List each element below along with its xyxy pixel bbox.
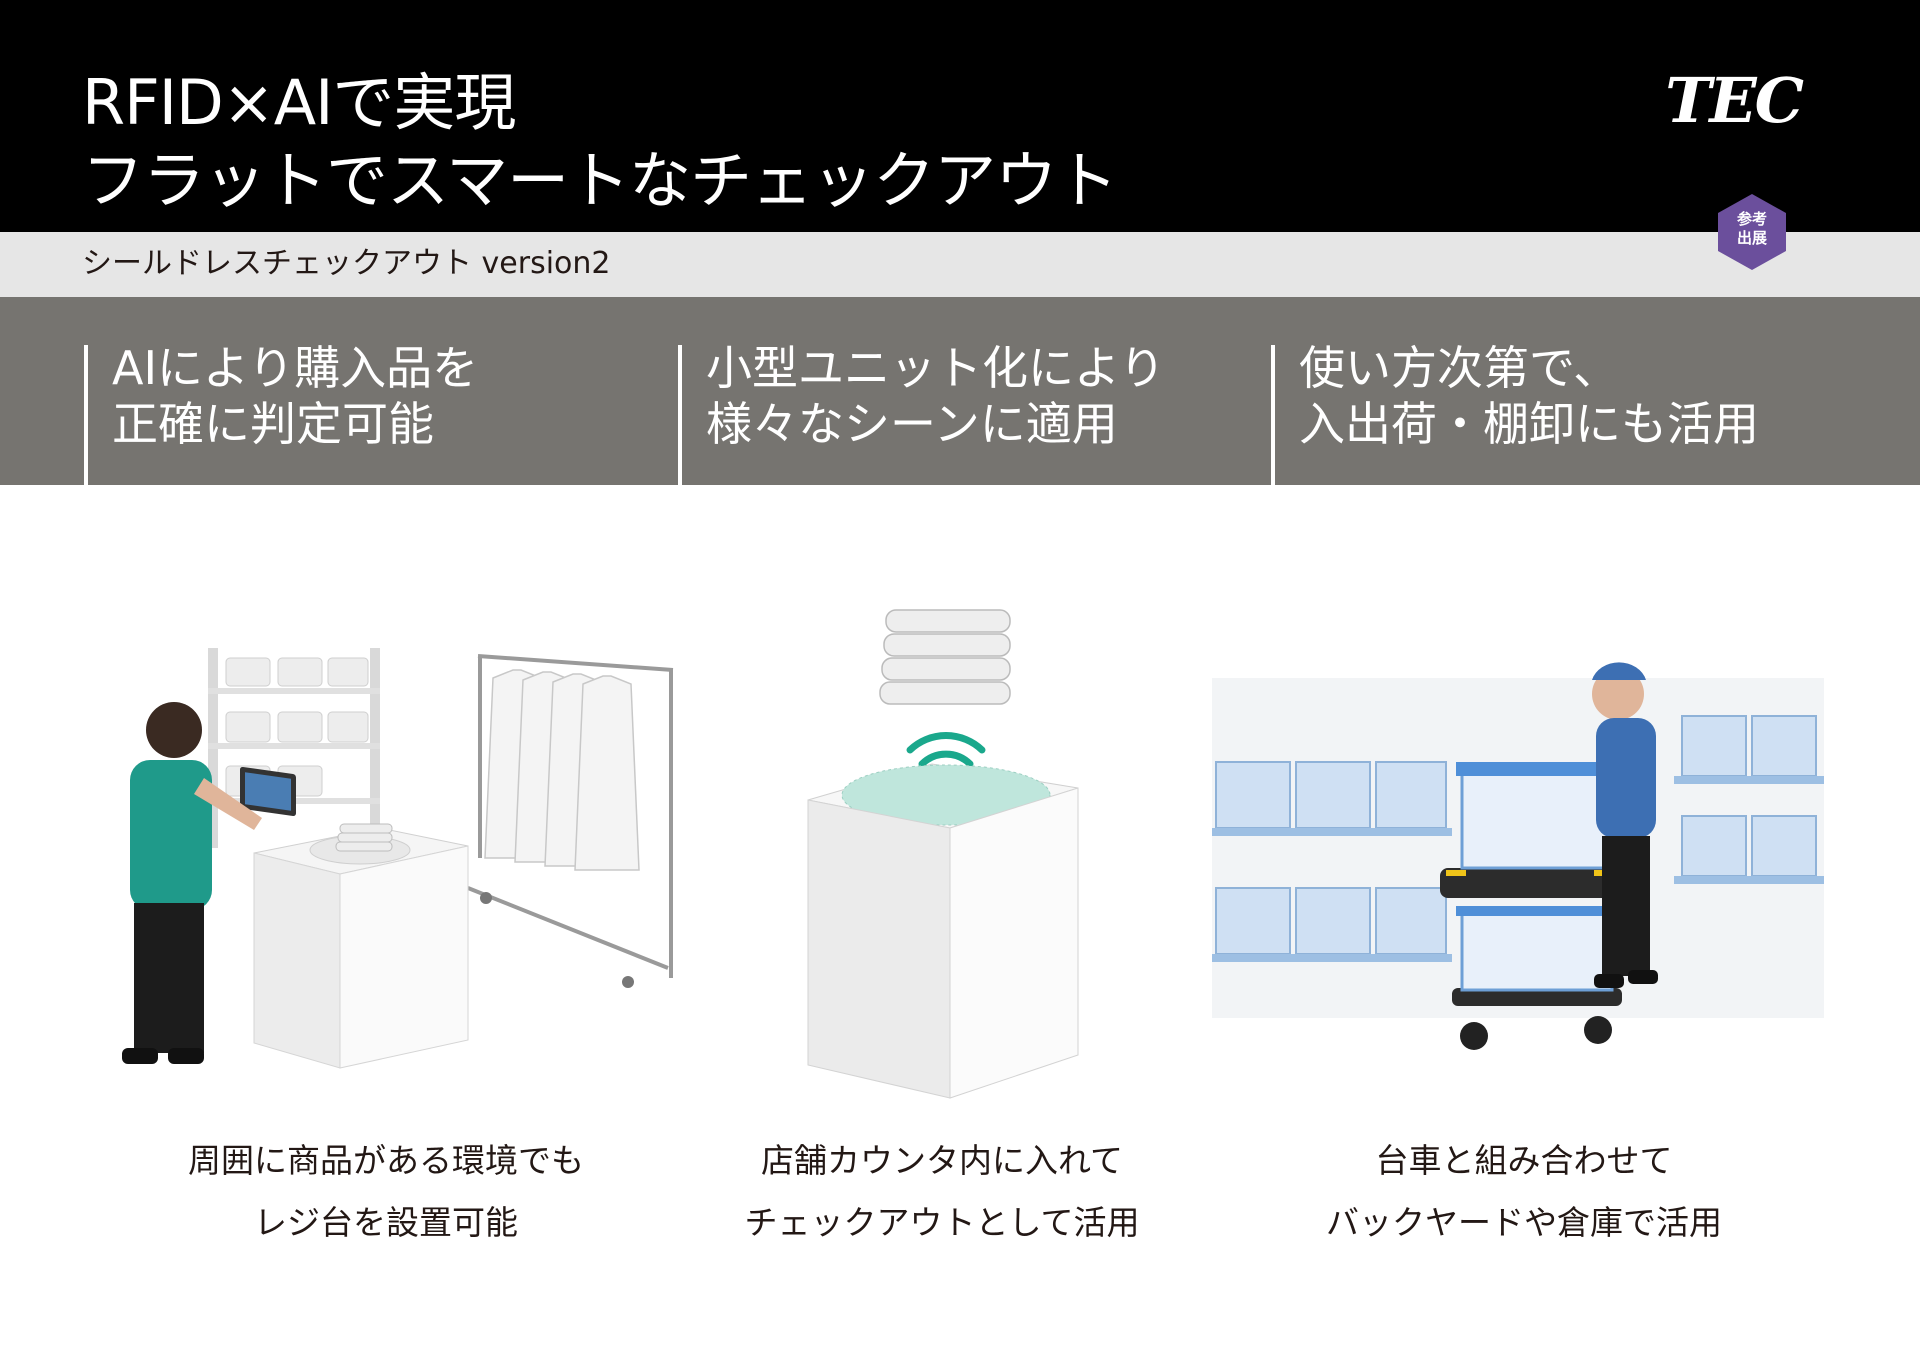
rfid-reader-unit-illustration	[800, 600, 1090, 1100]
feature-1-line-1: AIにより購入品を	[112, 341, 479, 395]
reference-exhibit-badge: 参考 出展	[1712, 192, 1792, 272]
caption-3-line-2: バックヤードや倉庫で活用	[1326, 1203, 1722, 1242]
caption-1-line-1: 周囲に商品がある環境でも	[188, 1141, 584, 1180]
store-checkout-illustration	[108, 648, 688, 1088]
caption-3-line-1: 台車と組み合わせて	[1375, 1141, 1673, 1180]
subtitle-text: シールドレスチェックアウト version2	[82, 246, 611, 281]
caption-1: 周囲に商品がある環境でも レジ台を設置可能	[126, 1130, 646, 1254]
caption-2-line-2: チェックアウトとして活用	[744, 1203, 1140, 1242]
warehouse-cart-illustration	[1212, 658, 1824, 1068]
caption-2: 店舗カウンタ内に入れて チェックアウトとして活用	[682, 1130, 1202, 1254]
badge-line-1: 参考	[1736, 210, 1767, 228]
feature-3-line-2: 入出荷・棚卸にも活用	[1299, 397, 1759, 451]
tec-logo: TEC	[1665, 64, 1804, 137]
subtitle-band: シールドレスチェックアウト version2	[0, 232, 1920, 297]
badge-line-2: 出展	[1736, 229, 1767, 247]
badge-text: 参考 出展	[1712, 210, 1792, 248]
hexagon-badge-icon	[1718, 194, 1786, 270]
page-title-line-2: フラットでスマートなチェックアウト	[82, 144, 1118, 217]
feature-2-line-2: 様々なシーンに適用	[706, 397, 1118, 451]
feature-1-line-2: 正確に判定可能	[112, 397, 434, 451]
feature-item-3: 使い方次第で、 入出荷・棚卸にも活用	[1271, 341, 1759, 485]
caption-1-line-2: レジ台を設置可能	[254, 1203, 518, 1242]
feature-band: AIにより購入品を 正確に判定可能 小型ユニット化により 様々なシーンに適用 使…	[0, 297, 1920, 485]
feature-3-line-1: 使い方次第で、	[1299, 341, 1620, 395]
feature-item-1: AIにより購入品を 正確に判定可能	[84, 341, 478, 485]
page-title-line-1: RFID×AIで実現	[82, 66, 516, 139]
caption-2-line-1: 店舗カウンタ内に入れて	[760, 1141, 1123, 1180]
feature-item-2: 小型ユニット化により 様々なシーンに適用	[678, 341, 1165, 485]
header-bar: RFID×AIで実現 フラットでスマートなチェックアウト TEC	[0, 0, 1920, 232]
feature-2-line-1: 小型ユニット化により	[706, 341, 1166, 395]
caption-3: 台車と組み合わせて バックヤードや倉庫で活用	[1264, 1130, 1784, 1254]
